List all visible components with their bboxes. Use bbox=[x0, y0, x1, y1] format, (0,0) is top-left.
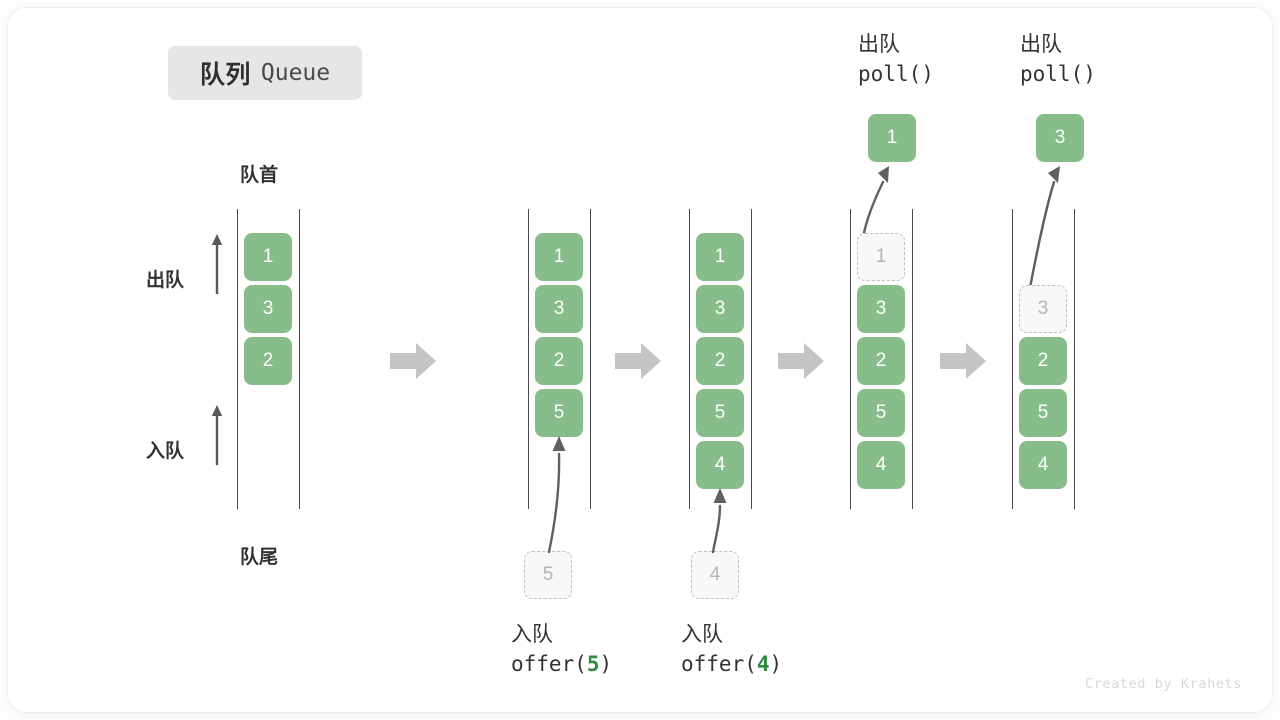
queue-cell-new: 4 bbox=[696, 441, 744, 489]
queue-cell: 2 bbox=[535, 337, 583, 385]
queue-cell: 1 bbox=[696, 233, 744, 281]
queue-cell: 2 bbox=[857, 337, 905, 385]
enqueue-direction-label: 入队 bbox=[146, 441, 185, 462]
dequeue-direction-arrow-icon bbox=[211, 234, 223, 294]
dequeue-direction-label: 出队 bbox=[146, 270, 185, 291]
queue-cell: 1 bbox=[244, 233, 292, 281]
rail-right bbox=[590, 209, 591, 509]
operation-argument: 4 bbox=[756, 651, 770, 676]
queue-cell: 5 bbox=[1019, 389, 1067, 437]
operation-code: offer(5) bbox=[511, 650, 612, 680]
operation-code-suffix: ) bbox=[769, 651, 783, 676]
incoming-element-ghost: 5 bbox=[524, 551, 572, 599]
operation-code-prefix: poll( bbox=[858, 61, 922, 86]
operation-name-cn: 出队 bbox=[858, 33, 900, 56]
queue-cell-new: 5 bbox=[535, 389, 583, 437]
incoming-element-ghost: 4 bbox=[691, 551, 739, 599]
operation-code-prefix: offer( bbox=[511, 651, 587, 676]
queue-cell: 2 bbox=[696, 337, 744, 385]
operation-label-poll-3: 出队 poll() bbox=[1020, 30, 1096, 90]
operation-code-prefix: poll( bbox=[1020, 61, 1084, 86]
step-arrow-icon bbox=[615, 343, 661, 379]
queue-cell: 3 bbox=[696, 285, 744, 333]
rail-right bbox=[751, 209, 752, 509]
operation-name-cn: 入队 bbox=[681, 623, 723, 646]
title-english: Queue bbox=[260, 60, 331, 86]
queue-cell: 2 bbox=[1019, 337, 1067, 385]
operation-argument: 5 bbox=[586, 651, 600, 676]
operation-code: poll() bbox=[858, 60, 934, 90]
rail-left bbox=[1012, 209, 1013, 509]
rail-right bbox=[1074, 209, 1075, 509]
watermark: Created by Krahets bbox=[1084, 676, 1242, 692]
operation-label-poll-1: 出队 poll() bbox=[858, 30, 934, 90]
title-chinese: 队列 bbox=[199, 61, 251, 89]
operation-code: poll() bbox=[1020, 60, 1096, 90]
popped-element: 3 bbox=[1036, 114, 1084, 162]
enqueue-direction-arrow-icon bbox=[211, 405, 223, 465]
queue-cell-removed-ghost: 3 bbox=[1019, 285, 1067, 333]
rail-left bbox=[237, 209, 238, 509]
step-arrow-icon bbox=[778, 343, 824, 379]
queue-cell: 3 bbox=[535, 285, 583, 333]
queue-cell: 2 bbox=[244, 337, 292, 385]
queue-cell-removed-ghost: 1 bbox=[857, 233, 905, 281]
queue-tail-label: 队尾 bbox=[240, 547, 279, 568]
queue-cell: 3 bbox=[857, 285, 905, 333]
rail-right bbox=[912, 209, 913, 509]
step-arrow-icon bbox=[940, 343, 986, 379]
operation-code-prefix: offer( bbox=[681, 651, 757, 676]
operation-label-offer-5: 入队 offer(5) bbox=[511, 620, 612, 680]
rail-left bbox=[850, 209, 851, 509]
queue-head-label: 队首 bbox=[240, 165, 279, 186]
queue-cell: 4 bbox=[1019, 441, 1067, 489]
queue-cell: 4 bbox=[857, 441, 905, 489]
operation-code-suffix: ) bbox=[921, 61, 934, 86]
queue-cell: 3 bbox=[244, 285, 292, 333]
popped-element: 1 bbox=[868, 114, 916, 162]
operation-name-cn: 入队 bbox=[511, 623, 553, 646]
operation-code-suffix: ) bbox=[1083, 61, 1096, 86]
queue-cell: 1 bbox=[535, 233, 583, 281]
rail-left bbox=[528, 209, 529, 509]
title-badge: 队列 Queue bbox=[168, 46, 362, 100]
operation-name-cn: 出队 bbox=[1020, 33, 1062, 56]
operation-label-offer-4: 入队 offer(4) bbox=[681, 620, 782, 680]
rail-right bbox=[299, 209, 300, 509]
operation-code-suffix: ) bbox=[599, 651, 613, 676]
rail-left bbox=[689, 209, 690, 509]
step-arrow-icon bbox=[390, 343, 436, 379]
queue-cell: 5 bbox=[696, 389, 744, 437]
operation-code: offer(4) bbox=[681, 650, 782, 680]
queue-cell: 5 bbox=[857, 389, 905, 437]
